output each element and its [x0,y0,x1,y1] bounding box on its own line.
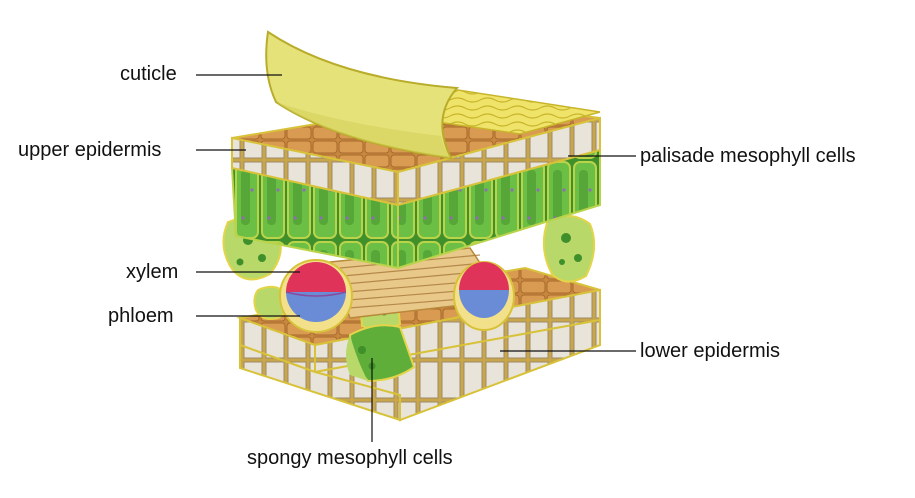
label-palisade-mesophyll: palisade mesophyll cells [640,145,856,167]
label-cuticle: cuticle [120,63,177,85]
label-lower-epidermis: lower epidermis [640,340,781,362]
palisade-mesophyll-layer [230,148,601,270]
label-upper-epidermis: upper epidermis [18,139,162,161]
vascular-bundle [279,247,515,333]
leader-lines [196,74,636,442]
label-xylem: xylem [126,261,179,283]
label-phloem: phloem [108,305,174,327]
cuticle-layer [265,30,601,160]
label-spongy-mesophyll: spongy mesophyll cells [247,447,453,469]
